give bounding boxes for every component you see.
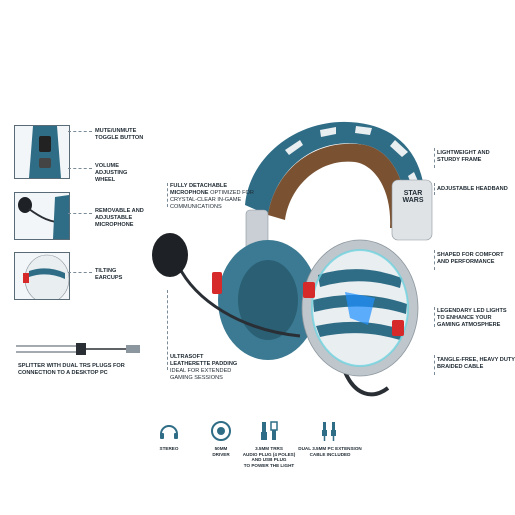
label-lightweight-frame: LIGHTWEIGHT AND STURDY FRAME — [437, 150, 490, 163]
braided-cable — [343, 371, 390, 397]
label-splitter: SPLITTER WITH DUAL TRS PLUGS FOR CONNECT… — [18, 363, 125, 376]
microphone-closeup — [18, 195, 69, 239]
speaker-driver-icon — [210, 420, 232, 442]
pc-extension-cable-icon — [318, 420, 340, 442]
label-tilting-earcups: TILTING EARCUPS — [95, 268, 123, 281]
led-ring — [311, 249, 409, 367]
microphone-boom — [176, 264, 301, 338]
led-logo — [345, 292, 375, 325]
usb-trrs-plug-icon — [258, 420, 280, 442]
thumb-microphone — [14, 192, 70, 240]
mute-button-red — [303, 282, 315, 298]
icon-label-stereo: STEREO — [159, 446, 179, 451]
right-slider-arm — [391, 179, 433, 241]
microphone-foam — [152, 233, 188, 277]
headphones-stereo-icon — [158, 420, 180, 442]
splitter-cable-illustration — [16, 343, 140, 355]
label-braided-cable: TANGLE-FREE, HEAVY DUTY BRAIDED CABLE — [437, 357, 515, 370]
label-adjustable-headband: ADJUSTABLE HEADBAND — [437, 186, 508, 192]
label-led-lights: LEGENDARY LED LIGHTS TO ENHANCE YOUR GAM… — [437, 308, 507, 328]
label-volume-wheel: VOLUME ADJUSTING WHEEL — [95, 163, 128, 183]
label-ultrasoft-padding: ULTRASOFT LEATHERETTE PADDING IDEAL FOR … — [170, 354, 238, 381]
thumb-earcups — [14, 252, 70, 300]
label-comfort: SHAPED FOR COMFORT AND PERFORMANCE — [437, 252, 504, 265]
thumb-mute-volume — [14, 125, 70, 179]
icon-label-extension: DUAL 3.5MM PC EXTENSION CABLE INCLUDED — [298, 446, 362, 457]
brand-logo: STAR WARS — [402, 190, 424, 204]
mute-button-closeup — [29, 126, 61, 178]
icon-label-plugs: 3.5MM TRRS AUDIO PLUG (4 POLES) AND USB … — [242, 446, 296, 469]
icon-label-driver: 50MM DRIVER — [212, 446, 230, 457]
earcup-closeup — [23, 254, 69, 299]
label-detachable-mic: FULLY DETACHABLE MICROPHONE OPTIMIZED FO… — [170, 183, 254, 210]
headband-padding — [268, 143, 406, 228]
volume-wheel-red — [392, 320, 404, 336]
label-removable-mic: REMOVABLE AND ADJUSTABLE MICROPHONE — [95, 208, 144, 228]
label-mute-unmute: MUTE/UNMUTE TOGGLE BUTTON — [95, 128, 144, 141]
